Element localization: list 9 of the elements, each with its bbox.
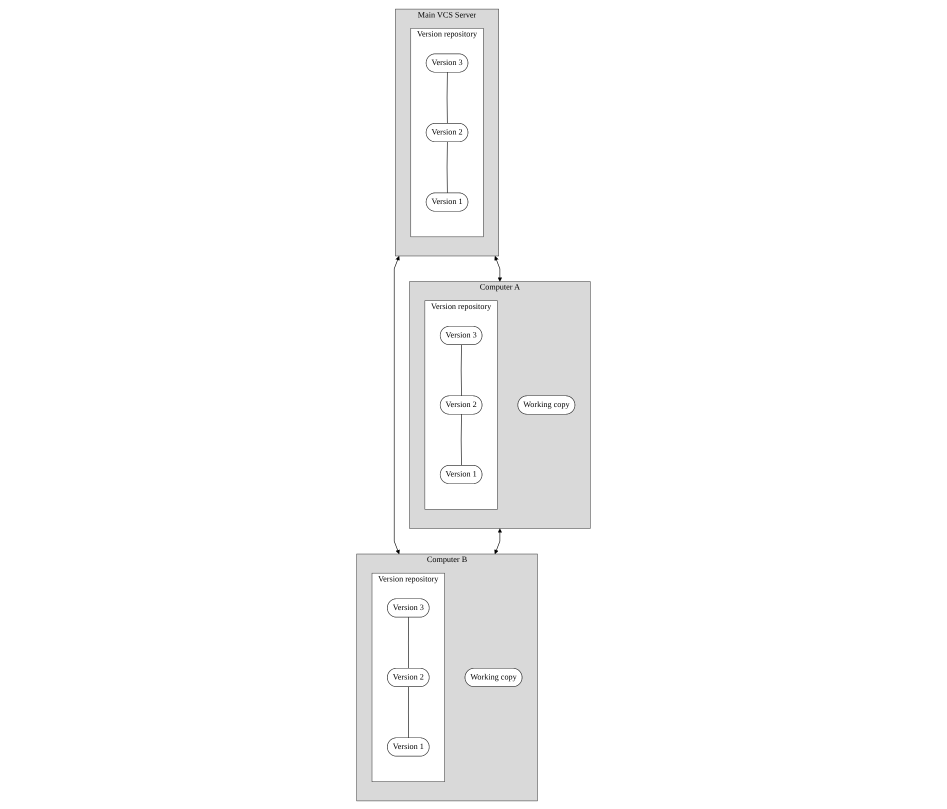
connector: [446, 72, 448, 124]
arrow: [494, 528, 502, 554]
arrow: [394, 255, 400, 554]
arrow: [494, 255, 502, 282]
connector: [408, 616, 409, 668]
connector: [460, 414, 462, 466]
connector: [408, 686, 409, 738]
connector: [446, 141, 448, 193]
connector: [460, 344, 462, 396]
